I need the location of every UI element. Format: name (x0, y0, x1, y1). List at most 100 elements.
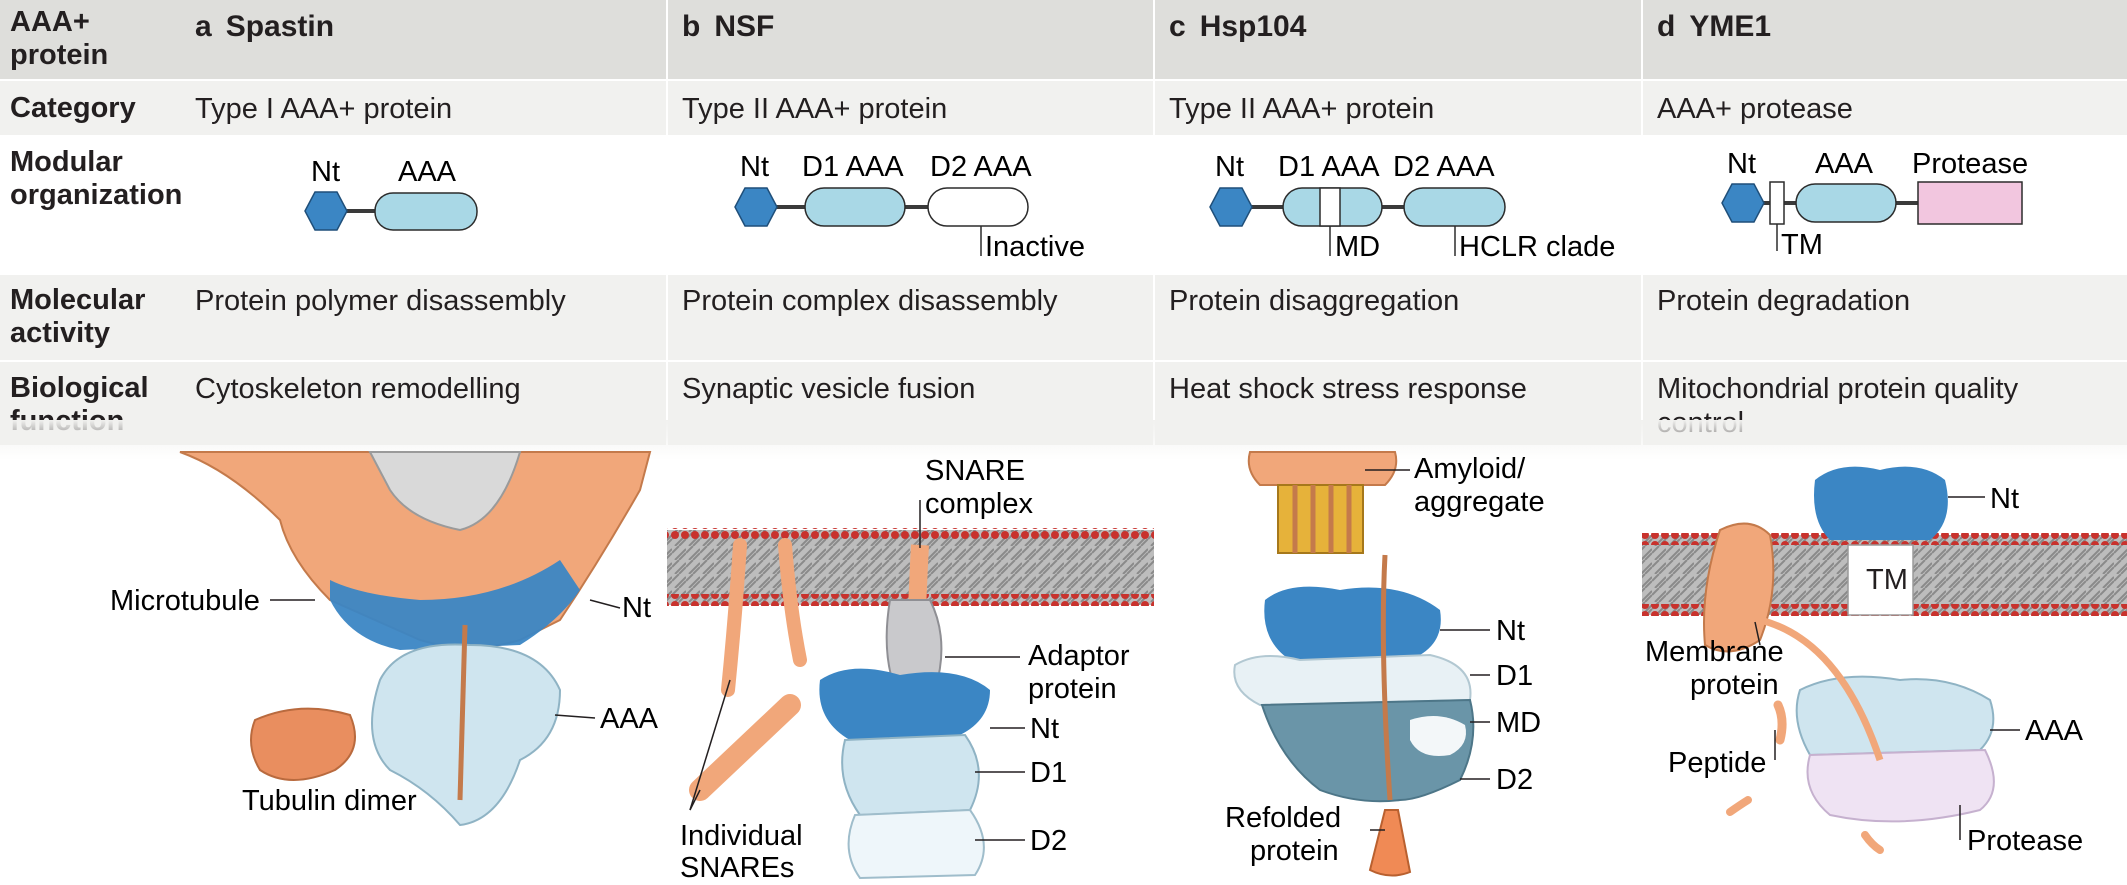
row-divider (0, 135, 2127, 137)
aaa-domain (374, 192, 478, 231)
column-divider (666, 0, 668, 445)
label-md: MD (1335, 231, 1380, 263)
column-divider (1641, 0, 1643, 445)
column-header-hsp104: c Hsp104 (1154, 0, 1642, 80)
aaa-ring (371, 643, 562, 827)
row-label-category: Category (0, 80, 185, 136)
label-nt: Nt (1030, 713, 1059, 745)
row-label-modular-organization: Modular organization (0, 136, 200, 274)
category-nsf: Type II AAA+ protein (667, 80, 1154, 136)
label-individual-snares-1: Individual (680, 820, 803, 852)
label-individual-snares-2: SNAREs (680, 852, 794, 884)
protease-domain (1917, 181, 2023, 225)
label-nt: Nt (311, 156, 340, 188)
label-refolded-2: protein (1250, 835, 1339, 867)
row-label-molecular-activity: Molecular activity (0, 274, 185, 360)
label-nt: Nt (1990, 483, 2019, 515)
column-divider (1153, 0, 1155, 445)
label-refolded-1: Refolded (1225, 802, 1341, 834)
hsp104-structure: Amyloid/ aggregate Nt D1 MD D2 Refolded … (1225, 451, 1545, 877)
label-membrane-protein-2: protein (1690, 669, 1779, 701)
label-snare-complex-2: complex (925, 488, 1033, 520)
category-hsp104: Type II AAA+ protein (1154, 80, 1642, 136)
yme1-domain-diagram: Nt AAA Protease TM (1721, 148, 2028, 261)
nt-domain (1264, 586, 1441, 660)
label-tubulin: Tubulin dimer (242, 785, 417, 817)
label-d2-aaa: D2 AAA (1393, 151, 1495, 183)
tubulin-dimer (250, 707, 356, 781)
tm-domain (1769, 181, 1785, 225)
panel-letter-a: a (195, 10, 212, 43)
label-tm: TM (1866, 564, 1908, 596)
nt-domain (819, 668, 990, 740)
protease-ring (1806, 748, 1995, 823)
label-adaptor-protein-1: Adaptor (1028, 640, 1130, 672)
modular-diagrams: Nt AAA Nt D1 AAA D2 AAA Inactive Nt D1 A… (304, 148, 2028, 263)
label-inactive: Inactive (985, 231, 1085, 263)
d2-aaa-domain (1403, 187, 1506, 227)
label-aaa: AAA (1815, 148, 1874, 180)
nt-hexagon (1721, 183, 1765, 223)
label-hclr-clade: HCLR clade (1459, 231, 1615, 263)
activity-spastin: Protein polymer disassembly (185, 274, 667, 360)
row-divider (0, 273, 2127, 275)
nt-hexagon (1209, 187, 1253, 227)
label-md: MD (1496, 707, 1541, 739)
panel-letter-c: c (1169, 10, 1186, 43)
membrane-protein (1703, 522, 1775, 653)
yme1-structure: Nt TM Membrane protein Peptide AAA Prote… (1642, 466, 2127, 857)
category-yme1: AAA+ protease (1642, 80, 2127, 136)
nt-hexagon (734, 187, 778, 227)
label-nt: Nt (1727, 148, 1756, 180)
label-tm: TM (1781, 229, 1823, 261)
column-title: YME1 (1689, 10, 1772, 43)
corner-label: AAA+ protein (0, 0, 185, 80)
nsf-domain-diagram: Nt D1 AAA D2 AAA Inactive (734, 151, 1085, 263)
label-snare-complex-1: SNARE (925, 455, 1025, 487)
label-d1: D1 (1496, 660, 1533, 692)
label-microtubule: Microtubule (110, 585, 260, 617)
refolded-protein (1368, 809, 1412, 877)
column-title: Hsp104 (1199, 10, 1307, 43)
panel-letter-b: b (682, 10, 701, 43)
label-protease: Protease (1912, 148, 2028, 180)
label-d2: D2 (1496, 764, 1533, 796)
label-protease: Protease (1967, 825, 2083, 857)
label-peptide: Peptide (1668, 747, 1766, 779)
label-membrane-protein-1: Membrane (1645, 636, 1784, 668)
aaa-ring (1795, 675, 1995, 757)
activity-yme1: Protein degradation (1642, 274, 2127, 360)
peptide (1773, 700, 1787, 745)
panel-letter-d: d (1657, 10, 1676, 43)
column-title: NSF (714, 10, 775, 43)
label-d1-aaa: D1 AAA (1278, 151, 1380, 183)
label-d2-aaa: D2 AAA (930, 151, 1032, 183)
activity-hsp104: Protein disaggregation (1154, 274, 1642, 360)
column-header-yme1: d YME1 (1642, 0, 2127, 80)
tm-domain (1847, 544, 1914, 616)
row-divider (0, 360, 2127, 362)
structure-illustrations: Microtubule Nt AAA Tubulin dimer SNARE c… (110, 451, 2127, 884)
aaa-domain (1795, 183, 1897, 223)
md-domain (1319, 187, 1341, 227)
label-aaa: AAA (398, 156, 457, 188)
d1-ring (841, 733, 980, 817)
category-spastin: Type I AAA+ protein (185, 80, 667, 136)
label-d2: D2 (1030, 825, 1067, 857)
activity-nsf: Protein complex disassembly (667, 274, 1154, 360)
spastin-structure: Microtubule Nt AAA Tubulin dimer (110, 451, 659, 827)
nt-hexagon (304, 191, 348, 231)
label-d1: D1 (1030, 757, 1067, 789)
hsp104-domain-diagram: Nt D1 AAA D2 AAA MD HCLR clade (1209, 151, 1615, 263)
label-nt: Nt (740, 151, 769, 183)
nsf-structure: SNARE complex Adaptor protein Nt D1 D2 I… (667, 455, 1154, 884)
label-aaa: AAA (600, 703, 659, 735)
label-adaptor-protein-2: protein (1028, 673, 1117, 705)
d1-aaa-domain (804, 187, 906, 227)
nt-domain (1814, 466, 1948, 540)
d2-aaa-domain (927, 187, 1029, 227)
row-divider (0, 79, 2127, 81)
label-d1-aaa: D1 AAA (802, 151, 904, 183)
column-header-nsf: b NSF (667, 0, 1154, 80)
